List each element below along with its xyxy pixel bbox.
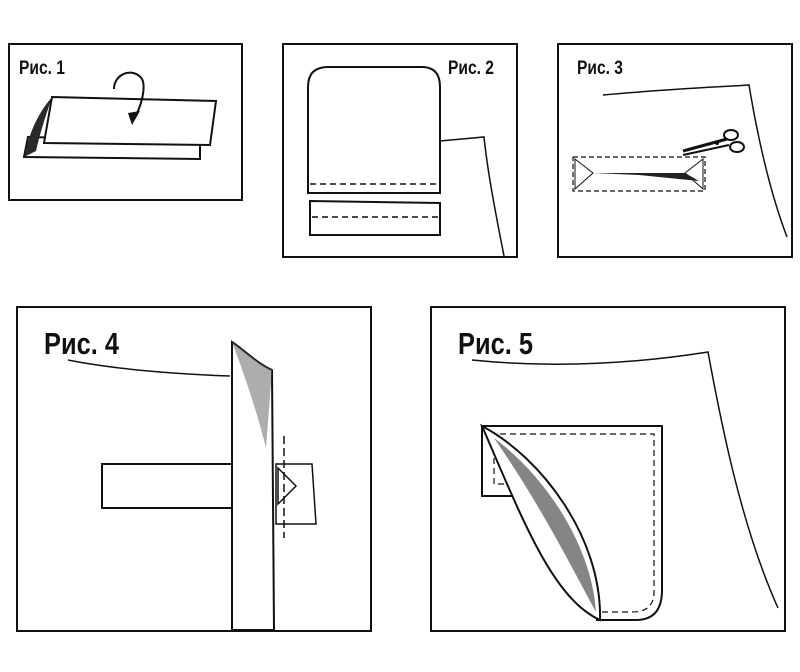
scissors-icon (683, 130, 744, 155)
figure-5-panel: Рис. 5 (430, 306, 786, 632)
turned-flap (482, 426, 600, 620)
facing-strip (310, 201, 440, 235)
garment-edge (68, 360, 230, 376)
figure-2-caption: Рис. 2 (448, 58, 494, 80)
folded-strip-front (44, 97, 216, 145)
figure-4-caption: Рис. 4 (44, 326, 119, 362)
figure-1-panel: Рис. 1 (8, 43, 243, 201)
figure-1-caption: Рис. 1 (19, 58, 65, 80)
pocket-piece (308, 67, 440, 193)
figure-3-caption: Рис. 3 (577, 58, 623, 80)
figure-2-panel: Рис. 2 (282, 43, 518, 258)
figure-3-panel: Рис. 3 (557, 43, 793, 258)
garment-edge (440, 137, 504, 256)
figure-4-panel: Рис. 4 (16, 306, 372, 632)
figure-5-caption: Рис. 5 (458, 326, 533, 362)
pocket-strip (102, 464, 252, 508)
